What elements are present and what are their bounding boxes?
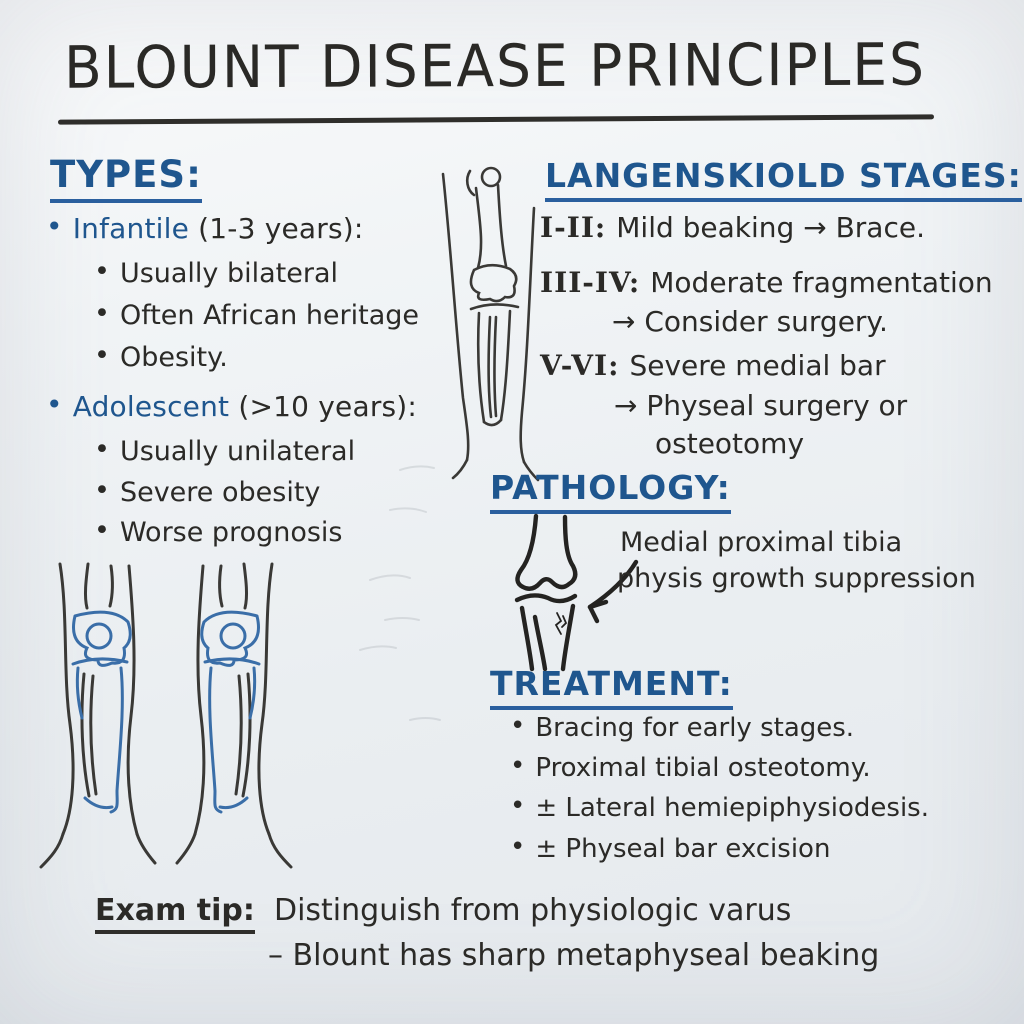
type-detail: (1-3 years): (198, 212, 364, 245)
exam-tip-line2: – Blount has sharp metaphyseal beaking (268, 938, 880, 973)
bullet-icon: • (94, 434, 110, 465)
stage-text: Severe medial bar (629, 349, 886, 382)
bullet-icon: • (46, 210, 63, 243)
stage-row: III-IV: Moderate fragmentation (540, 266, 993, 299)
pathology-caption-line1: Medial proximal tibia (620, 527, 903, 558)
types-item-adolescent: • Adolescent (>10 years): (46, 388, 418, 423)
stage-row: I-II: Mild beaking → Brace. (540, 211, 925, 244)
exam-tip-line1: Distinguish from physiologic varus (273, 893, 792, 928)
section-heading-types: TYPES: (50, 153, 202, 203)
bullet-icon: • (94, 515, 110, 546)
eraser-smudges (359, 465, 441, 721)
types-item-infantile: • Infantile (1-3 years): (46, 210, 364, 245)
types-subitem: • Obesity. (94, 340, 228, 373)
page-title: BLOUNT DISEASE PRINCIPLES (63, 30, 927, 102)
pathology-caption-line2: physis growth suppression (617, 563, 976, 594)
stage-row: V-VI: Severe medial bar (540, 349, 886, 382)
treatment-text: ± Lateral hemiepiphysiodesis. (535, 793, 929, 823)
bullet-icon: • (46, 388, 63, 421)
stage-row-continuation: osteotomy (655, 427, 805, 460)
pathology-proximal-tibia-illustration (514, 513, 639, 672)
treatment-text: Proximal tibial osteotomy. (535, 753, 871, 783)
bullet-icon: • (510, 832, 526, 862)
bullet-icon: • (510, 751, 526, 781)
section-heading-pathology: PATHOLOGY: (490, 468, 731, 514)
exam-tip-label: Exam tip: (95, 893, 255, 934)
bullet-icon: • (94, 298, 110, 329)
type-label: Infantile (72, 212, 190, 245)
treatment-item: • Bracing for early stages. (510, 711, 855, 743)
type-detail: (>10 years): (238, 390, 418, 423)
subitem-text: Often African heritage (119, 300, 420, 331)
types-subitem: • Usually unilateral (94, 434, 356, 467)
types-subitem: • Severe obesity (94, 475, 321, 508)
stage-range: III-IV: (540, 266, 641, 299)
bilateral-bowed-legs-illustration (39, 562, 293, 869)
subitem-text: Obesity. (119, 342, 228, 373)
stage-range: V-VI: (540, 349, 620, 382)
bullet-icon: • (94, 256, 110, 287)
subitem-text: Worse prognosis (119, 517, 343, 548)
types-subitem: • Worse prognosis (94, 515, 343, 548)
stage-row-continuation: → Consider surgery. (612, 305, 888, 338)
treatment-text: ± Physeal bar excision (535, 834, 831, 864)
title-underline (57, 114, 935, 125)
treatment-item: • ± Physeal bar excision (510, 832, 831, 864)
subitem-text: Usually bilateral (119, 258, 339, 289)
stage-text: Moderate fragmentation (650, 266, 993, 299)
treatment-item: • ± Lateral hemiepiphysiodesis. (510, 791, 929, 823)
treatment-text: Bracing for early stages. (535, 713, 855, 743)
types-subitem: • Usually bilateral (94, 256, 339, 289)
treatment-item: • Proximal tibial osteotomy. (510, 751, 871, 783)
stage-text: Mild beaking → Brace. (616, 211, 925, 244)
subitem-text: Usually unilateral (119, 436, 356, 467)
section-heading-stages: LANGENSKIOLD STAGES: (545, 156, 1022, 202)
bullet-icon: • (510, 711, 526, 741)
section-heading-treatment: TREATMENT: (490, 664, 733, 710)
bullet-icon: • (94, 475, 110, 506)
stage-range: I-II: (540, 211, 607, 244)
bullet-icon: • (510, 791, 526, 821)
bullet-icon: • (94, 340, 110, 371)
types-subitem: • Often African heritage (94, 298, 420, 331)
leg-bones-front-view-illustration (441, 166, 540, 482)
exam-tip-row: Exam tip: Distinguish from physiologic v… (95, 893, 792, 934)
stage-row-continuation: → Physeal surgery or (614, 389, 908, 422)
subitem-text: Severe obesity (119, 477, 321, 508)
type-label: Adolescent (72, 390, 230, 423)
